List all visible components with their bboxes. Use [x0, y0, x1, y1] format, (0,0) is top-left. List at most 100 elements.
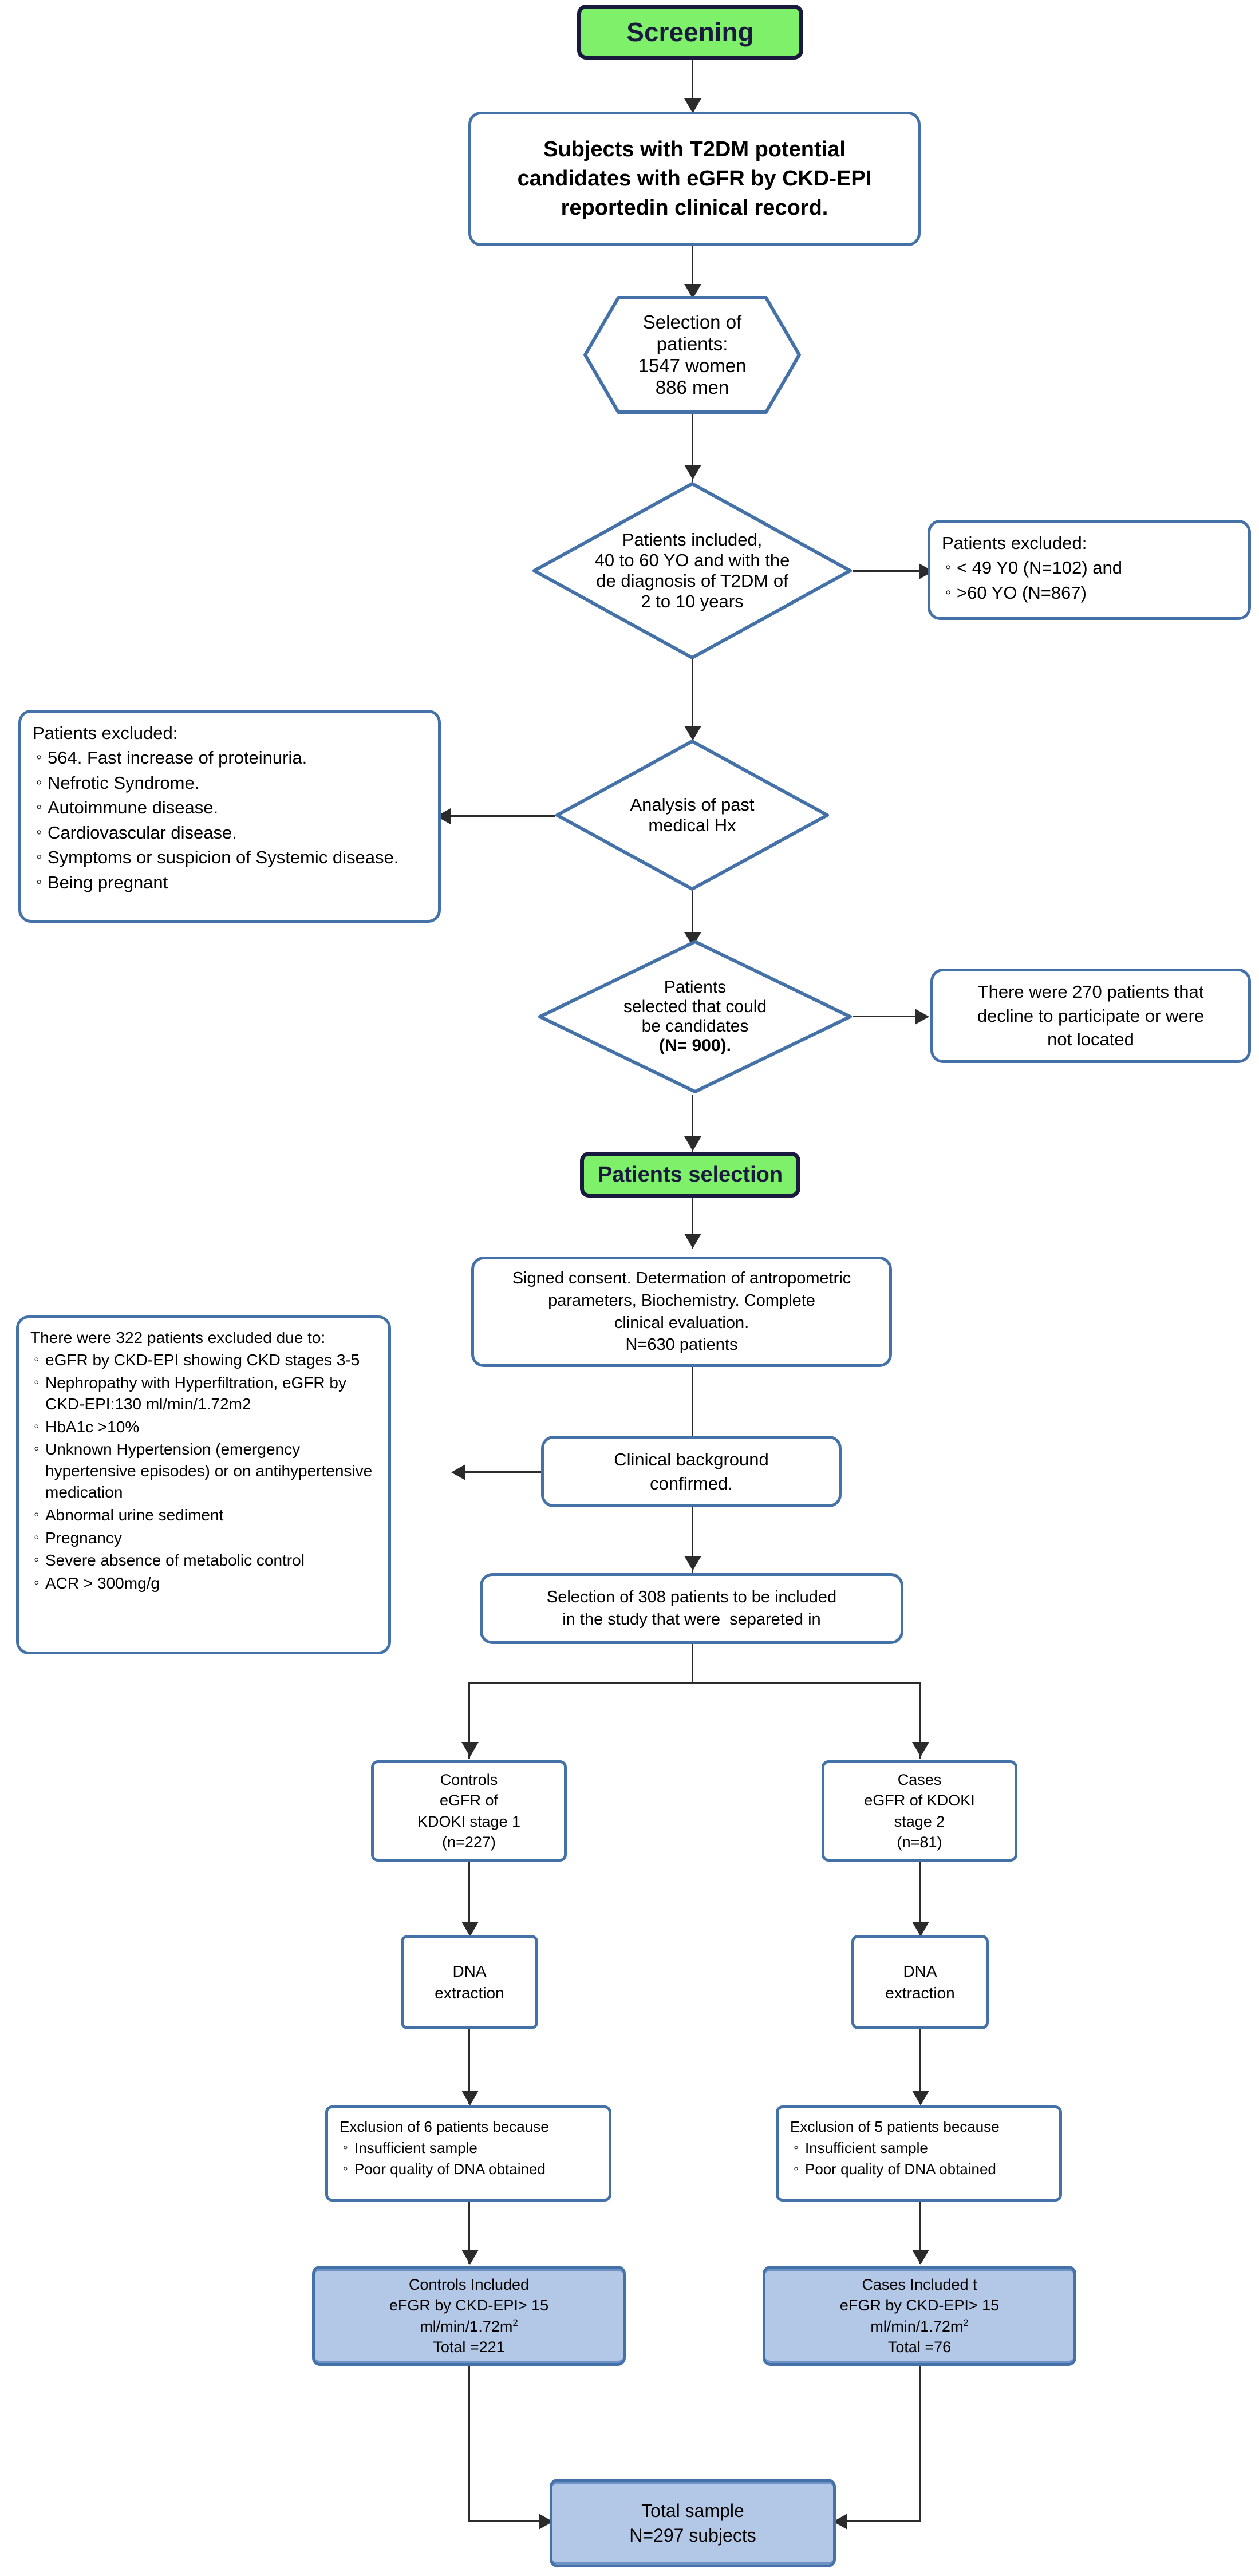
connector-dna-controls-to-exclusion — [468, 2029, 470, 2104]
connector-patients-selection-to-consent — [692, 1198, 693, 1249]
connector-exclusion-controls-to-included — [468, 2201, 470, 2264]
connector-consent-to-clinical-background — [692, 1367, 693, 1436]
consent-line-1: Signed consent. Determation of antropome… — [512, 1269, 851, 1287]
dna-cases-line-1: DNA — [903, 1962, 937, 1980]
connector-hexagon-to-diamond1 — [692, 413, 693, 482]
node-signed-consent[interactable]: Signed consent. Determation of antropome… — [471, 1257, 892, 1367]
node-dna-extraction-controls[interactable]: DNA extraction — [401, 1935, 538, 2029]
subjects-line-1: Subjects with T2DM potential — [543, 137, 846, 162]
cases-included-exp: 2 — [963, 2317, 969, 2328]
node-patients-excluded-history[interactable]: Patients excluded: 564. Fast increase of… — [18, 710, 441, 923]
node-patients-selection[interactable]: Patients selection — [580, 1152, 800, 1198]
controls-included-line-3: ml/min/1.72m2 — [420, 2316, 518, 2337]
connector-selection308-down — [692, 1644, 693, 1683]
arrowhead-down — [684, 465, 701, 480]
patients-selection-label: Patients selection — [597, 1162, 783, 1187]
node-patients-selected-candidates-decision[interactable]: Patients selected that could be candidat… — [537, 939, 853, 1095]
node-selection-308-patients[interactable]: Selection of 308 patients to be included… — [480, 1573, 903, 1644]
node-exclusion-controls[interactable]: Exclusion of 6 patients because Insuffic… — [325, 2105, 611, 2202]
excluded-age-list: < 49 Y0 (N=102) and >60 YO (N=867) — [942, 556, 1122, 606]
controls-line-3: KDOKI stage 1 — [417, 1812, 521, 1830]
list-item: ACR > 300mg/g — [34, 1573, 378, 1594]
node-patients-included-decision[interactable]: Patients included, 40 to 60 YO and with … — [531, 481, 853, 661]
list-item: Cardiovascular disease. — [36, 821, 398, 845]
diamond-shape — [538, 940, 852, 1093]
node-screening[interactable]: Screening — [577, 5, 803, 60]
connector-split-bus — [468, 1682, 921, 1684]
cases-included-line-4: Total =76 — [887, 2338, 952, 2356]
controls-included-line-2: eFGR by CKD-EPI> 15 — [389, 2297, 549, 2314]
node-dna-extraction-cases[interactable]: DNA extraction — [851, 1935, 989, 2029]
controls-included-exp: 2 — [512, 2317, 518, 2328]
list-item: Autoimmune disease. — [36, 796, 398, 820]
exclusion-controls-list: Insufficient sample Poor quality of DNA … — [340, 2138, 546, 2180]
list-item: eGFR by CKD-EPI showing CKD stages 3-5 — [34, 1349, 378, 1371]
node-cases-group[interactable]: Cases eGFR of KDOKI stage 2 (n=81) — [822, 1760, 1017, 1862]
node-patients-excluded-age[interactable]: Patients excluded: < 49 Y0 (N=102) and >… — [928, 520, 1251, 620]
consent-line-4: N=630 patients — [625, 1336, 738, 1354]
connector-diamond3-to-declined — [853, 1016, 922, 1017]
connector-diamond1-to-diamond2 — [692, 659, 693, 757]
node-selection-of-patients[interactable]: Selection of patients: 1547 women 886 me… — [583, 295, 802, 414]
total-sample-line-2: N=297 subjects — [629, 2524, 756, 2546]
list-item: < 49 Y0 (N=102) and — [945, 556, 1122, 580]
arrowhead-down — [912, 2250, 929, 2265]
arrowhead-down — [461, 2091, 479, 2105]
connector-controls-to-dna — [468, 1862, 470, 1933]
exclusion-cases-list: Insufficient sample Poor quality of DNA … — [790, 2138, 996, 2180]
node-controls-included[interactable]: Controls Included eFGR by CKD-EPI> 15 ml… — [312, 2266, 626, 2366]
selection308-line-2: in the study that were separeted in — [562, 1610, 821, 1629]
node-excluded-322-patients[interactable]: There were 322 patients excluded due to:… — [16, 1315, 391, 1654]
exclusion-controls-header: Exclusion of 6 patients because — [340, 2118, 549, 2135]
arrowhead-down — [684, 726, 701, 741]
arrowhead-down — [684, 1234, 701, 1249]
cases-line-1: Cases — [897, 1771, 942, 1789]
excluded-322-header: There were 322 patients excluded due to: — [30, 1329, 326, 1346]
dna-controls-line-1: DNA — [452, 1962, 487, 1980]
list-item: 564. Fast increase of proteinuria. — [36, 746, 398, 770]
total-sample-line-1: Total sample — [641, 2500, 744, 2521]
declined-line-1: There were 270 patients that — [977, 982, 1204, 1002]
node-controls-group[interactable]: Controls eGFR of KDOKI stage 1 (n=227) — [371, 1760, 567, 1862]
node-subjects-with-t2dm[interactable]: Subjects with T2DM potential candidates … — [468, 112, 921, 246]
cases-line-2: eGFR of KDOKI — [864, 1792, 975, 1809]
node-patients-declined[interactable]: There were 270 patients that decline to … — [930, 969, 1251, 1063]
consent-line-3: clinical evaluation. — [614, 1313, 749, 1332]
connector-diamond2-to-excluded-history — [444, 815, 555, 817]
connector-clinical-background-to-selection308 — [692, 1507, 693, 1573]
list-item: Insufficient sample — [343, 2138, 546, 2158]
subjects-line-2: candidates with eGFR by CKD-EPI — [517, 167, 872, 191]
declined-line-3: not located — [1047, 1029, 1134, 1050]
node-total-sample[interactable]: Total sample N=297 subjects — [550, 2479, 836, 2567]
arrowhead-left — [451, 1464, 465, 1480]
controls-line-4: (n=227) — [442, 1833, 496, 1851]
excluded-age-header: Patients excluded: — [942, 533, 1087, 553]
connector-diamond2-to-diamond3 — [692, 878, 693, 941]
list-item: >60 YO (N=867) — [945, 581, 1122, 605]
arrowhead-down — [912, 2091, 929, 2105]
connector-exclusion-cases-to-included — [919, 2201, 921, 2264]
exclusion-cases-header: Exclusion of 5 patients because — [790, 2118, 1000, 2135]
cases-included-line-1: Cases Included t — [862, 2276, 977, 2294]
diamond-shape — [555, 740, 829, 891]
hexagon-shape — [583, 296, 801, 414]
list-item: Insufficient sample — [794, 2138, 996, 2158]
list-item: Poor quality of DNA obtained — [794, 2159, 996, 2179]
arrowhead-down — [684, 98, 701, 113]
connector-cases-included-down — [919, 2366, 921, 2522]
arrowhead-down — [461, 1742, 479, 1757]
arrowhead-down — [912, 1742, 929, 1757]
connector-cases-included-to-total — [840, 2520, 921, 2522]
node-clinical-background-confirmed[interactable]: Clinical background confirmed. — [541, 1436, 842, 1507]
node-exclusion-cases[interactable]: Exclusion of 5 patients because Insuffic… — [776, 2105, 1062, 2202]
arrowhead-down — [684, 1556, 701, 1571]
node-cases-included[interactable]: Cases Included t eFGR by CKD-EPI> 15 ml/… — [763, 2266, 1076, 2366]
connector-bus-to-controls — [468, 1682, 470, 1759]
connector-cases-to-dna — [919, 1862, 921, 1933]
arrowhead-down — [461, 1922, 479, 1937]
list-item: Unknown Hypertension (emergency hyperten… — [34, 1439, 378, 1503]
controls-included-units: ml/min/1.72m — [420, 2317, 513, 2335]
cases-line-3: stage 2 — [894, 1812, 945, 1830]
node-analysis-past-medical-hx-decision[interactable]: Analysis of past medical Hx — [554, 738, 830, 892]
cases-included-line-3: ml/min/1.72m2 — [870, 2316, 968, 2337]
